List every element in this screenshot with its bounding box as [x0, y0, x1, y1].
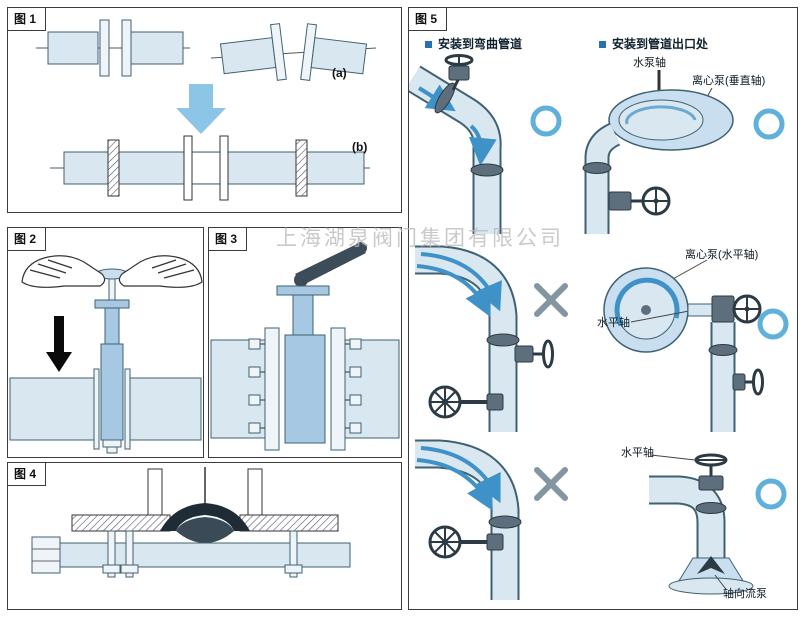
label-pump-shaft: 水泵轴: [633, 57, 666, 69]
legend-item-pipe-outlet: 安装到管道出口处: [599, 35, 708, 52]
diagram-centrifugal-pump-vertical: [582, 70, 785, 234]
diagram-axial-flow-pump: [649, 453, 787, 595]
valve-seat-dome: [160, 503, 250, 531]
fig3-title: 图 3: [209, 228, 248, 251]
handwheel-icon: [752, 368, 764, 396]
diagram-centrifugal-pump-horizontal: [603, 259, 789, 432]
panel-fig2: 图 2: [7, 227, 204, 458]
fig5-drawing: [409, 54, 789, 600]
incorrect-mark-icon: [534, 467, 568, 501]
handwheel-icon: [542, 339, 554, 369]
fig4-title: 图 4: [8, 463, 47, 486]
label-centrifugal-pump-vertical: 离心泵(垂直轴): [692, 75, 766, 87]
fig4-cross-section: [31, 467, 351, 578]
correct-mark-icon: [757, 308, 789, 340]
down-arrow-icon: [176, 84, 226, 134]
panel-fig5: 图 5 安装到弯曲管道 安装到管道出口处 水泵轴 离心泵(垂直轴) 离心泵(水平…: [408, 7, 798, 610]
diagram-elbow-valve-incorrect-2: [415, 439, 568, 600]
valve-neck: [292, 294, 314, 336]
fig1-label-b: (b): [352, 140, 368, 154]
fig4-drawing: [31, 467, 351, 578]
legend-item-curved-pipe: 安装到弯曲管道: [425, 35, 522, 52]
insert-arrow-icon: [46, 316, 72, 372]
panel-fig3: 图 3: [208, 227, 402, 458]
incorrect-mark-icon: [534, 283, 568, 317]
fig5-title: 图 5: [409, 8, 448, 31]
label-horizontal-shaft-mid: 水平轴: [597, 317, 630, 329]
fig1-pipe-assembly-left: [36, 19, 190, 77]
panel-fig1: 图 1 (a) (b): [7, 7, 402, 213]
fig2-wafer-valve: [94, 268, 130, 454]
shaft: [57, 542, 351, 568]
hex-bolt-head: [31, 536, 61, 574]
correct-mark-icon: [755, 478, 787, 510]
fig2-title: 图 2: [8, 228, 47, 251]
fig3-pipe: [210, 327, 400, 451]
fig1-label-a: (a): [332, 66, 347, 80]
hands-illustration: [21, 255, 203, 288]
fig3-drawing: [210, 242, 400, 451]
correct-mark-icon: [753, 108, 785, 140]
valve-mount-plate: [276, 285, 330, 296]
fig2-drawing: [9, 255, 203, 454]
fig1-pipe-assembly-misaligned: [210, 23, 377, 81]
correct-mark-icon: [530, 105, 562, 137]
diagram-elbow-valve-correct: [409, 54, 562, 234]
fig1-title: 图 1: [8, 8, 47, 31]
valve-lever-handle: [294, 242, 367, 287]
fig1-drawing: [36, 19, 377, 201]
label-horizontal-shaft-bottom: 水平轴: [621, 447, 654, 459]
label-axial-flow-pump: 轴向流泵: [723, 588, 767, 600]
legend-bullet-icon: [599, 41, 606, 48]
legend-bullet-icon: [425, 41, 432, 48]
flange-bolts: [248, 338, 362, 434]
diagram-elbow-valve-incorrect-1: [415, 245, 568, 432]
panel-fig4: 图 4: [7, 462, 402, 610]
fig2-pipe: [9, 368, 202, 450]
propeller-icon: [697, 556, 725, 574]
label-centrifugal-pump-horizontal: 离心泵(水平轴): [685, 249, 759, 261]
fig1-pipe-assembly-correct: [50, 135, 370, 201]
